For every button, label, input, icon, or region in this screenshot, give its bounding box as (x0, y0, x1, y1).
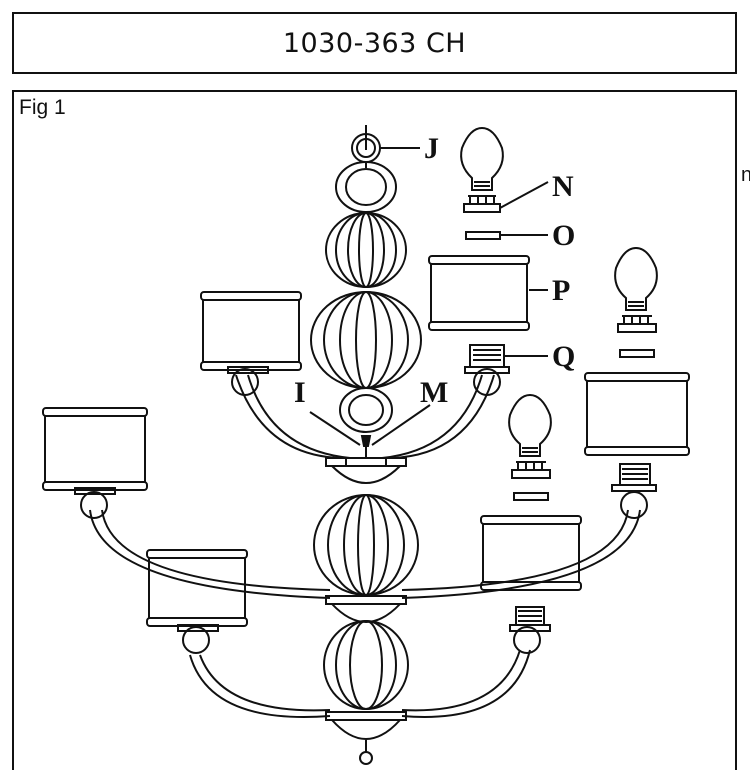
part-label-p: P (552, 274, 570, 307)
model-number: 1030-363 CH (282, 27, 467, 59)
figure-label: Fig 1 (19, 96, 66, 119)
part-label-m: M (420, 376, 448, 409)
part-label-i: I (294, 376, 306, 409)
part-label-q: Q (552, 340, 575, 373)
part-label-n: N (552, 170, 574, 203)
clipped-text: n (741, 164, 750, 186)
part-label-o: O (552, 219, 575, 252)
model-title-box: 1030-363 CH (12, 12, 737, 74)
part-label-j: J (424, 132, 439, 165)
figure-frame (12, 90, 737, 770)
chandelier-drawing (42, 125, 690, 765)
